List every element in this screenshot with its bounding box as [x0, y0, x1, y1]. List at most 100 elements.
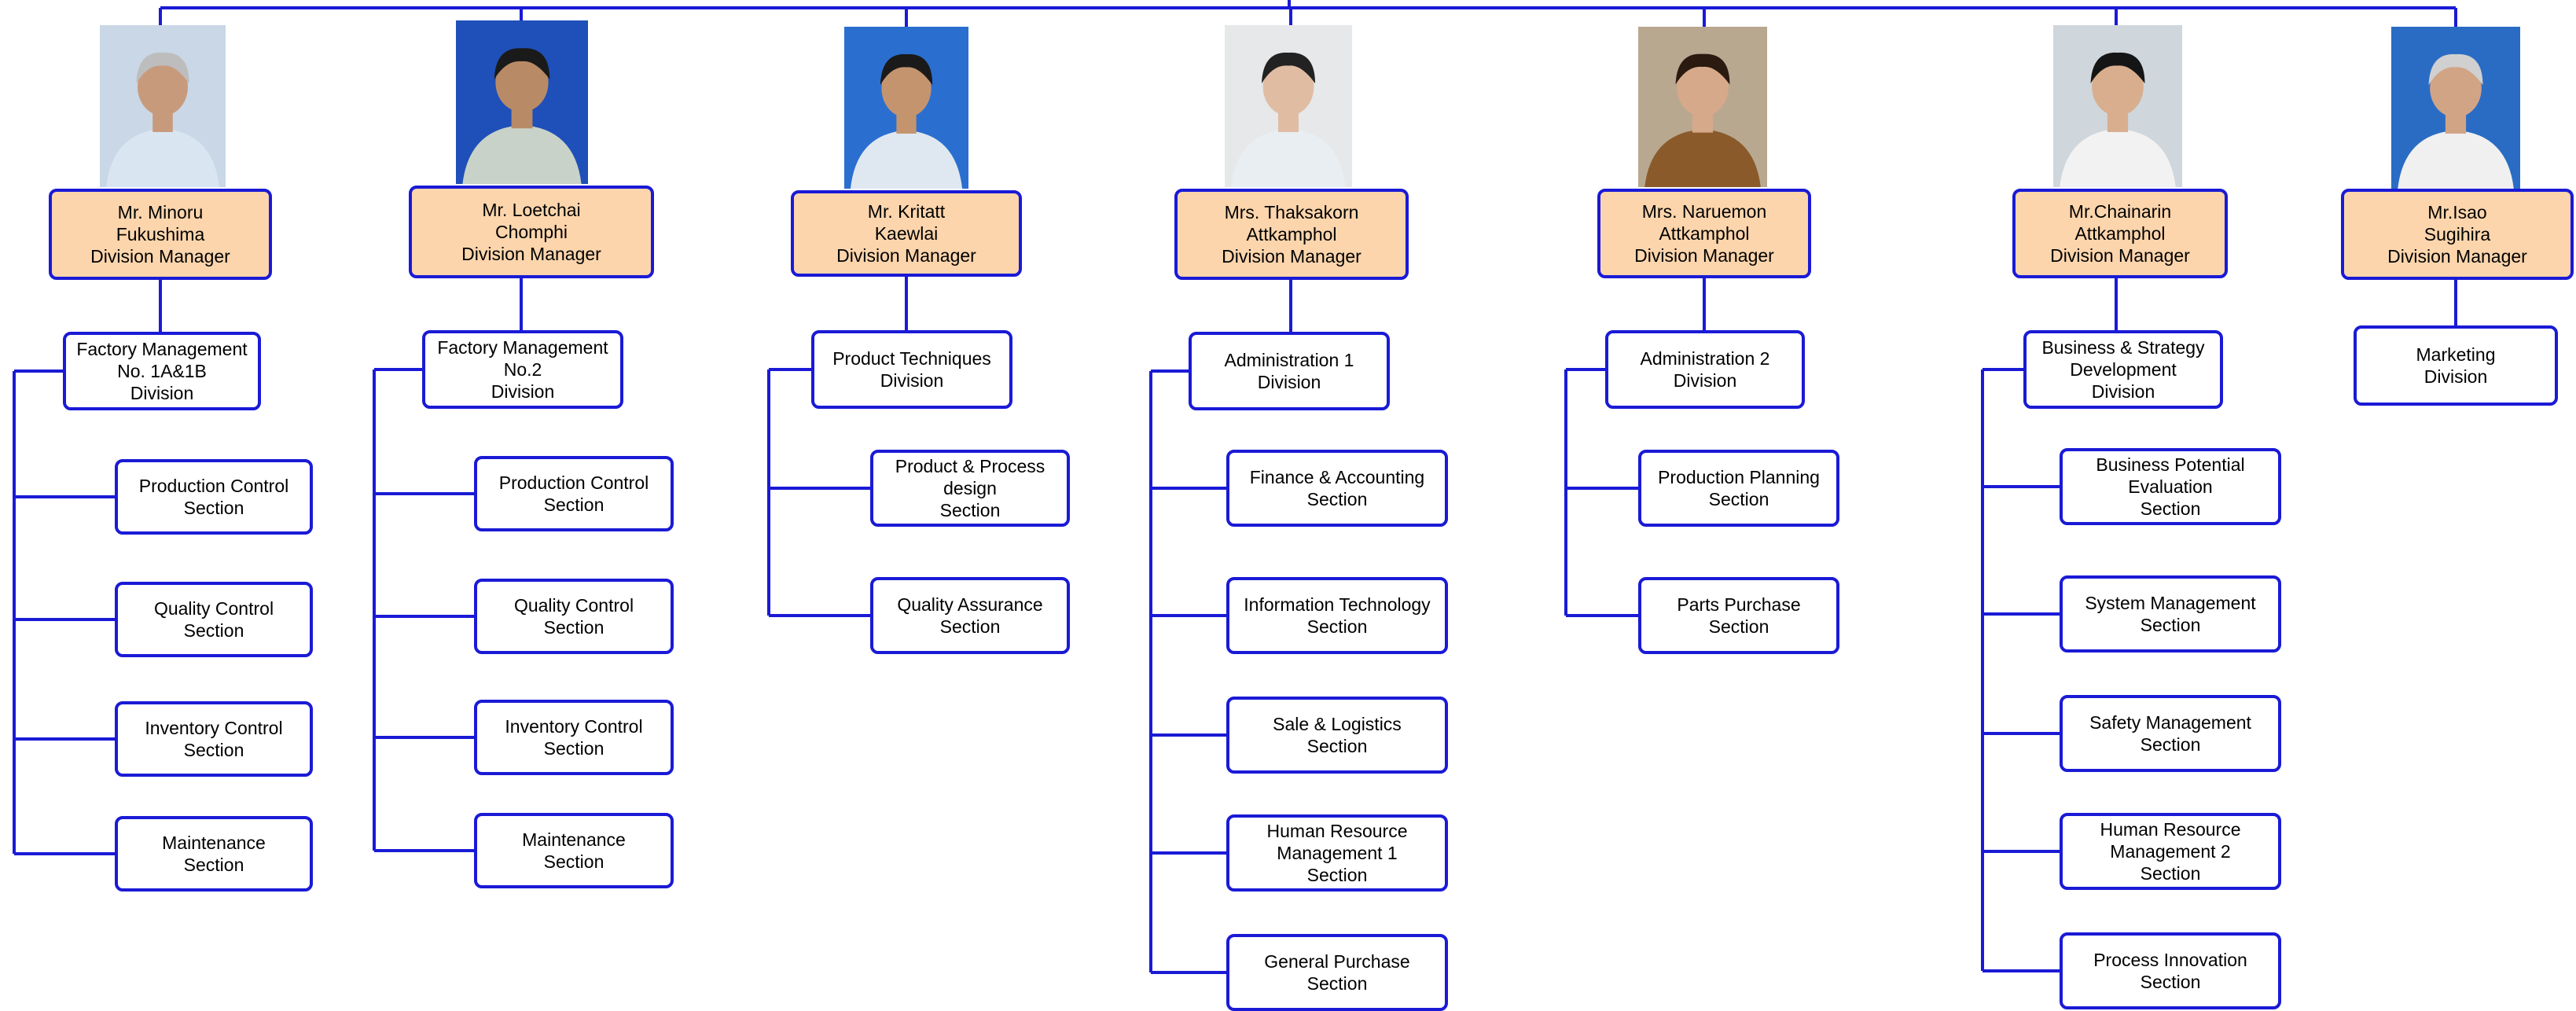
manager-name-line: Attkamphol	[1246, 224, 1337, 244]
section-box-line: System Management	[2085, 593, 2256, 613]
division-box-line: Division	[491, 381, 555, 402]
section-box-line: Quality Control	[513, 595, 634, 616]
section-box-line: Sale & Logistics	[1273, 714, 1402, 734]
manager-name-line: Attkamphol	[2074, 223, 2166, 244]
division-box-line: Division	[1257, 372, 1321, 392]
manager-photo	[1638, 27, 1767, 187]
division-box-line: Administration 2	[1640, 348, 1770, 369]
section-box-line: Section	[1708, 616, 1769, 637]
section-box-line: Finance & Accounting	[1249, 467, 1425, 487]
section-box-line: Production Control	[498, 472, 649, 493]
section-box-line: General Purchase	[1264, 951, 1410, 972]
section-box-line: Section	[183, 498, 244, 518]
section-box-line: Production Control	[138, 476, 289, 496]
section-box-line: Section	[2140, 498, 2201, 519]
section-box-line: Human Resource	[1266, 821, 1408, 841]
division-box-line: No.2	[503, 359, 542, 380]
section-box-line: Parts Purchase	[1677, 594, 1801, 615]
manager-photo	[456, 20, 588, 184]
section-box-line: Inventory Control	[145, 718, 283, 738]
division-box-line: Administration 1	[1224, 350, 1354, 370]
section-box-line: Human Resource	[2100, 819, 2241, 840]
division-box-line: No. 1A&1B	[117, 361, 207, 381]
manager-name-line: Kaewlai	[874, 223, 939, 244]
manager-name-line: Sugihira	[2423, 224, 2491, 244]
manager-photo	[2053, 25, 2182, 187]
section-box-line: Quality Assurance	[897, 594, 1043, 615]
manager-photo	[2391, 27, 2520, 189]
section-box-line: Business Potential	[2096, 454, 2245, 475]
section-box-line: Section	[183, 855, 244, 875]
section-box-line: Section	[1708, 489, 1769, 509]
manager-title: Division Manager	[2387, 246, 2527, 267]
section-box-line: Management 2	[2110, 841, 2231, 862]
manager-name-line: Mrs. Naruemon	[1641, 201, 1767, 222]
section-box-line: Section	[543, 738, 604, 759]
section-box-line: design	[943, 478, 997, 498]
manager-photo	[100, 25, 226, 187]
division-box-line: Factory Management	[76, 339, 248, 359]
section-box-line: Section	[2140, 734, 2201, 755]
manager-title: Division Manager	[90, 246, 230, 267]
section-box-line: Inventory Control	[505, 716, 643, 737]
section-box-line: Information Technology	[1244, 594, 1431, 615]
section-box-line: Safety Management	[2089, 712, 2251, 733]
division-box-line: Division	[2423, 366, 2488, 387]
division-box-line: Marketing	[2416, 344, 2496, 365]
section-box-line: Section	[2140, 972, 2201, 992]
manager-name-line: Mr.Isao	[2427, 202, 2487, 222]
division-box-line: Business & Strategy	[2041, 337, 2205, 358]
section-box-line: Quality Control	[153, 598, 274, 619]
section-box-line: Section	[2140, 863, 2201, 884]
section-box-line: Product & Process	[895, 456, 1045, 476]
division-box-line: Development	[2070, 359, 2177, 380]
manager-title: Division Manager	[1634, 245, 1774, 266]
manager-photo	[1225, 25, 1352, 187]
section-box-line: Section	[939, 616, 1001, 637]
division-box-line: Division	[130, 383, 194, 403]
section-box-line: Section	[543, 494, 604, 515]
section-box-line: Evaluation	[2128, 476, 2213, 497]
division-box-line: Division	[1673, 370, 1737, 391]
section-box-line: Section	[1306, 973, 1368, 994]
manager-title: Division Manager	[1222, 246, 1361, 267]
section-box-line: Section	[2140, 615, 2201, 635]
section-box-line: Section	[183, 740, 244, 760]
section-box-line: Section	[939, 500, 1001, 520]
section-box-line: Section	[1306, 489, 1368, 509]
manager-name-line: Fukushima	[116, 224, 205, 244]
division-box-line: Factory Management	[437, 337, 608, 358]
manager-name-line: Mr. Loetchai	[482, 200, 581, 220]
manager-name-line: Mr.Chainarin	[2068, 201, 2172, 222]
